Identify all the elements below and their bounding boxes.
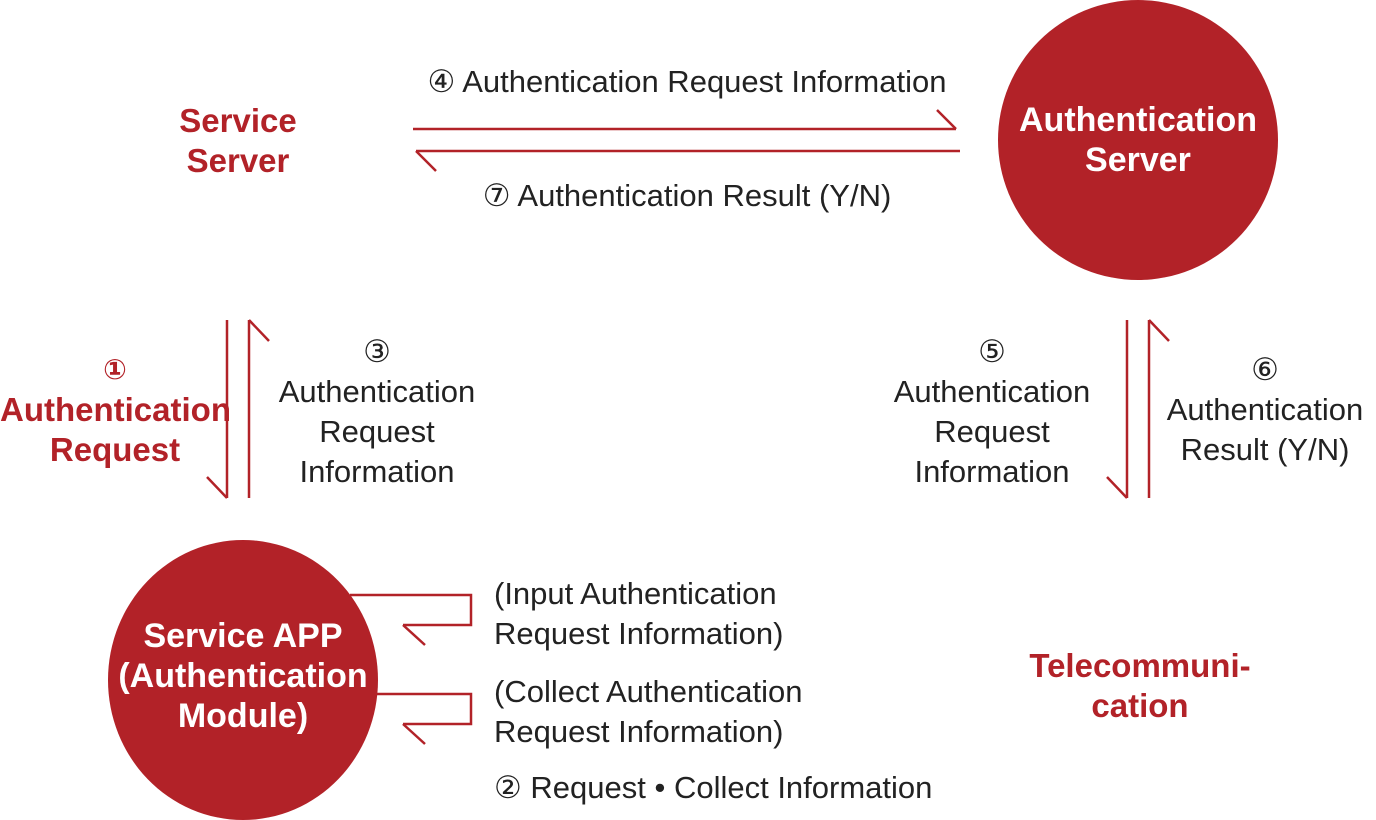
step1-line2: Request (49, 431, 181, 468)
arrow-step6 (1147, 319, 1170, 498)
step5-line1: Authentication (893, 374, 1091, 409)
arrow-step3 (247, 319, 270, 498)
step2-collect-label: (Collect Authentication Request Informat… (494, 672, 894, 752)
service-app-line2: (Authentication (118, 657, 368, 695)
step2-input-label: (Input Authentication Request Informatio… (494, 574, 894, 654)
arrow-collect-loop (370, 692, 473, 745)
auth-server-line2: Server (1085, 141, 1191, 179)
step5-line2: Request (934, 414, 1050, 449)
telecom-line1: Telecommuni- (1029, 647, 1251, 684)
step3-line1: Authentication (278, 374, 476, 409)
auth-server-line1: Authentication (1019, 101, 1257, 139)
arrow-step4 (413, 109, 957, 131)
step3-line3: Information (299, 454, 455, 489)
arrow-step5 (1106, 320, 1129, 499)
service-app-line3: Module) (177, 697, 309, 735)
service-server-line1: Service (179, 102, 297, 139)
step5-line3: Information (914, 454, 1070, 489)
step3-label: ③ Authentication Request Information (262, 332, 492, 492)
step4-label: ④ Authentication Request Information (427, 64, 947, 99)
arrow-step1 (206, 320, 229, 499)
step6-line1: Authentication (1166, 392, 1364, 427)
step1-label: ① Authentication Request (0, 350, 231, 470)
step5-number: ⑤ (978, 334, 1006, 369)
step2-input-line2: Request Information) (494, 616, 784, 651)
arrow-input-loop (350, 593, 473, 646)
step1-number: ① (103, 354, 127, 385)
service-app-line1: Service APP (143, 617, 343, 655)
service-app-node: Service APP (Authentication Module) (108, 540, 378, 820)
step2-collect-line1: (Collect Authentication (494, 674, 803, 709)
step1-line1: Authentication (0, 391, 231, 428)
telecom-line2: cation (1091, 687, 1189, 724)
step6-label: ⑥ Authentication Result (Y/N) (1150, 350, 1376, 470)
service-server-line2: Server (186, 142, 290, 179)
step2-label: ② Request • Collect Information (494, 770, 933, 805)
step6-line2: Result (Y/N) (1180, 432, 1350, 467)
step6-number: ⑥ (1251, 352, 1279, 387)
telecom-node: Telecommuni- cation (1000, 646, 1280, 726)
step3-line2: Request (319, 414, 435, 449)
step3-number: ③ (363, 334, 391, 369)
step2-collect-line2: Request Information) (494, 714, 784, 749)
step7-label: ⑦ Authentication Result (Y/N) (482, 178, 892, 213)
service-server-node: Service Server (150, 101, 326, 181)
auth-server-node: Authentication Server (998, 0, 1278, 280)
step2-input-line1: (Input Authentication (494, 576, 777, 611)
step5-label: ⑤ Authentication Request Information (877, 332, 1107, 492)
arrow-step7 (415, 149, 960, 172)
